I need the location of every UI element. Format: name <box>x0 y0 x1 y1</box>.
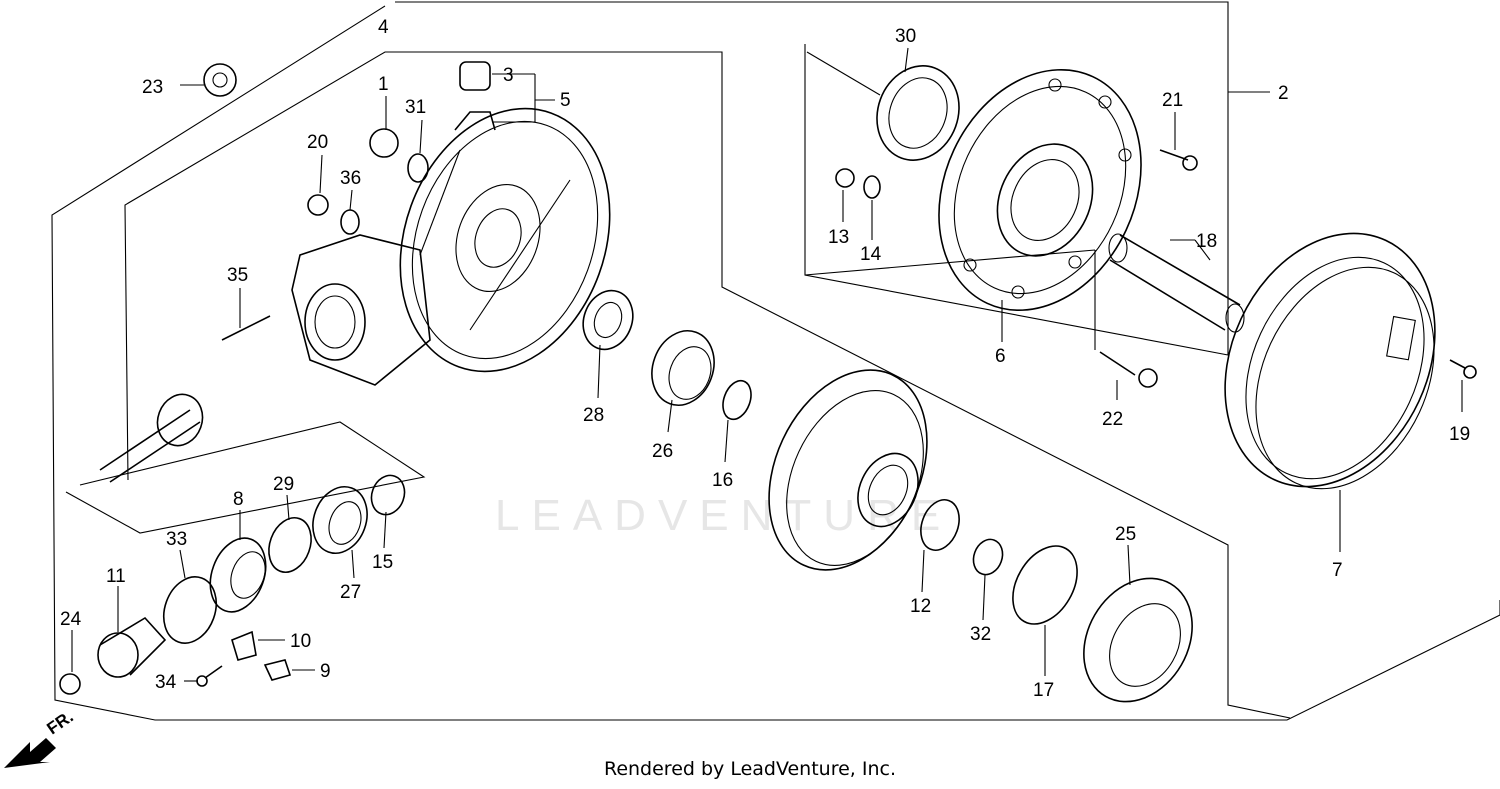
seal-29 <box>268 517 312 573</box>
spacer-12 <box>920 499 960 551</box>
label-part-29[interactable]: 29 <box>273 474 294 495</box>
label-part-35[interactable]: 35 <box>227 265 248 286</box>
label-part-5[interactable]: 5 <box>560 90 571 111</box>
bolt-20 <box>307 194 329 216</box>
bearing-27 <box>312 486 368 554</box>
label-part-6[interactable]: 6 <box>995 346 1006 367</box>
nut-8 <box>209 537 267 613</box>
label-part-21[interactable]: 21 <box>1162 90 1183 111</box>
snap-ring-17 <box>1012 545 1078 625</box>
label-part-7[interactable]: 7 <box>1332 560 1343 581</box>
bearing-25 <box>1083 577 1193 703</box>
label-part-9[interactable]: 9 <box>320 661 331 682</box>
front-arrow-icon <box>4 738 56 768</box>
plug-24 <box>59 673 81 695</box>
plate-9 <box>263 659 292 681</box>
label-part-30[interactable]: 30 <box>895 26 916 47</box>
ring-gear <box>768 369 928 571</box>
ring-15 <box>370 474 406 516</box>
label-part-11[interactable]: 11 <box>106 566 126 587</box>
label-part-32[interactable]: 32 <box>970 624 991 645</box>
washer-31 <box>407 153 429 183</box>
label-part-19[interactable]: 19 <box>1449 424 1470 445</box>
label-part-17[interactable]: 17 <box>1033 680 1054 701</box>
group-outline-main <box>51 5 1500 721</box>
nut-23 <box>203 63 237 97</box>
label-part-23[interactable]: 23 <box>142 77 163 98</box>
plug-1 <box>369 128 399 158</box>
bearing-26 <box>651 330 715 406</box>
bearing-28 <box>582 289 634 351</box>
label-part-24[interactable]: 24 <box>60 609 82 630</box>
oil-seal-30 <box>876 65 960 161</box>
part-labels: 4 23 1 3 5 31 20 36 35 30 2 21 13 14 18 … <box>60 17 1470 701</box>
bolt-21 <box>1159 149 1198 171</box>
label-part-22[interactable]: 22 <box>1102 409 1123 430</box>
shim-16 <box>722 379 752 421</box>
leader-lines <box>71 47 1463 682</box>
stud-35 <box>221 315 271 341</box>
group-outline-cover <box>395 1 1229 356</box>
label-part-20[interactable]: 20 <box>307 132 328 153</box>
watermark-text: LEADVENTURE <box>495 491 952 540</box>
washer-36 <box>340 209 360 235</box>
o-ring-32 <box>972 538 1004 576</box>
label-part-8[interactable]: 8 <box>233 489 244 510</box>
gear-case-cover <box>938 69 1142 311</box>
label-part-31[interactable]: 31 <box>405 97 426 118</box>
bolt-34 <box>196 665 223 687</box>
label-part-14[interactable]: 14 <box>860 244 882 265</box>
pinion-gear <box>99 393 204 483</box>
o-ring-33 <box>162 576 218 644</box>
label-part-26[interactable]: 26 <box>652 441 673 462</box>
label-part-10[interactable]: 10 <box>290 631 311 652</box>
label-part-3[interactable]: 3 <box>503 65 514 86</box>
label-part-15[interactable]: 15 <box>372 552 393 573</box>
group-outline-bearing-set <box>65 421 426 534</box>
joint-11 <box>97 616 167 678</box>
render-credit: Rendered by LeadVenture, Inc. <box>603 758 897 780</box>
label-part-25[interactable]: 25 <box>1115 524 1136 545</box>
label-part-13[interactable]: 13 <box>828 227 849 248</box>
label-part-1[interactable]: 1 <box>378 74 389 95</box>
label-part-36[interactable]: 36 <box>340 168 361 189</box>
bolt-19 <box>1449 359 1477 379</box>
label-part-27[interactable]: 27 <box>340 582 361 603</box>
washer-14 <box>863 175 881 199</box>
final-gear-case <box>291 107 611 386</box>
label-part-2[interactable]: 2 <box>1278 83 1289 104</box>
bolt-22 <box>1099 351 1158 388</box>
label-part-28[interactable]: 28 <box>583 405 604 426</box>
label-part-34[interactable]: 34 <box>155 672 177 693</box>
label-part-4[interactable]: 4 <box>378 17 389 38</box>
front-direction-label: FR. <box>43 707 76 738</box>
group-outline-main-right <box>124 51 1291 719</box>
label-part-12[interactable]: 12 <box>910 596 931 617</box>
nut-13 <box>835 168 855 188</box>
shaft-18 <box>1108 233 1245 333</box>
label-part-18[interactable]: 18 <box>1196 231 1217 252</box>
cap-3 <box>459 61 491 91</box>
brake-drum <box>1224 232 1436 490</box>
lock-plate-10 <box>231 630 257 661</box>
label-part-33[interactable]: 33 <box>166 529 187 550</box>
label-part-16[interactable]: 16 <box>712 470 733 491</box>
